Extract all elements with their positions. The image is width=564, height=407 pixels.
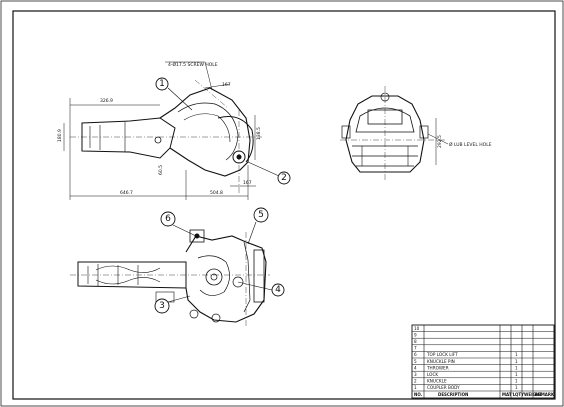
sheet-inner-border	[12, 10, 556, 400]
bom-cell-description: COUPLER BODY	[427, 385, 460, 390]
balloon-1: 1	[155, 77, 169, 91]
dim-bottom-total: 646.7	[120, 190, 133, 196]
balloon-2: 2	[277, 171, 291, 185]
svg-text:3: 3	[159, 301, 165, 311]
balloon-6: 6	[160, 211, 176, 227]
svg-text:5: 5	[258, 210, 264, 220]
bom-cell-description: THROWER	[426, 365, 449, 370]
svg-text:6: 6	[165, 214, 171, 224]
bom-cell-description: TOP LOCK LIFT	[426, 352, 458, 357]
bom-cell-qty: 1	[515, 379, 518, 384]
bom-cell-qty: 1	[515, 352, 518, 357]
dim-front-height: 292.5	[437, 135, 443, 148]
bom-cell-qty: 1	[515, 385, 518, 390]
dim-mid-vertical: 60.5	[158, 165, 164, 175]
bom-cell-qty: 1	[515, 372, 518, 377]
bom-cell-no: 7	[414, 346, 417, 351]
note-lube-hole: Ø LUB LEVEL HOLE	[449, 141, 492, 148]
bom-cell-no: 1	[414, 385, 417, 390]
svg-text:2: 2	[281, 173, 287, 183]
note-screw-hole: 4-Ø17.5 SCREW HOLE	[168, 61, 218, 68]
bom-header-weight: WEIGHT	[524, 392, 542, 397]
dim-right-small: 167	[243, 180, 252, 186]
balloon-5: 5	[253, 207, 269, 223]
bom-header-matl: MAT'L	[502, 392, 516, 397]
bom-cell-no: 3	[414, 372, 417, 377]
front-view: 292.5 Ø LUB LEVEL HOLE	[340, 86, 492, 182]
bom-header-no: NO.	[414, 392, 423, 397]
bom-cell-no: 6	[414, 352, 417, 357]
balloon-3: 3	[154, 298, 170, 314]
bom-cell-no: 9	[414, 332, 417, 337]
bom-cell-description: KNUCKLE	[427, 379, 447, 384]
bom-cell-no: 10	[414, 326, 420, 331]
bom-cell-qty: 1	[515, 359, 518, 364]
bom-cell-no: 5	[414, 359, 417, 364]
dim-side-height: 180.9	[57, 129, 63, 142]
dim-top-left: 326.9	[100, 98, 113, 104]
top-view: 326.9 180.9 646.7 504.8 167 167 138.5 4-…	[57, 61, 280, 200]
bom-cell-qty: 1	[515, 365, 518, 370]
bom-cell-no: 2	[414, 379, 417, 384]
svg-text:1: 1	[159, 79, 165, 89]
bom-header-remark: REMARK	[535, 392, 555, 397]
bom-cell-no: 8	[414, 339, 417, 344]
dim-top-slant: 167	[222, 82, 231, 88]
bom-cell-description: KNUCKLE PIN	[427, 359, 455, 364]
dim-bottom-segment: 504.8	[210, 190, 223, 196]
balloon-4: 4	[271, 283, 285, 297]
dim-right-height: 138.5	[256, 127, 262, 140]
bom-header-description: DESCRIPTION	[438, 392, 468, 397]
bom-header-qty: QTY	[515, 392, 524, 397]
bill-of-materials: 109 8 76 TOP LOCK LIFT 1 5 KNUCKLE PIN 1 4 THROWE…	[411, 324, 555, 399]
bom-cell-description: LOCK	[427, 372, 438, 377]
side-view	[70, 221, 273, 326]
svg-text:4: 4	[275, 285, 281, 295]
bom-cell-no: 4	[414, 365, 417, 370]
